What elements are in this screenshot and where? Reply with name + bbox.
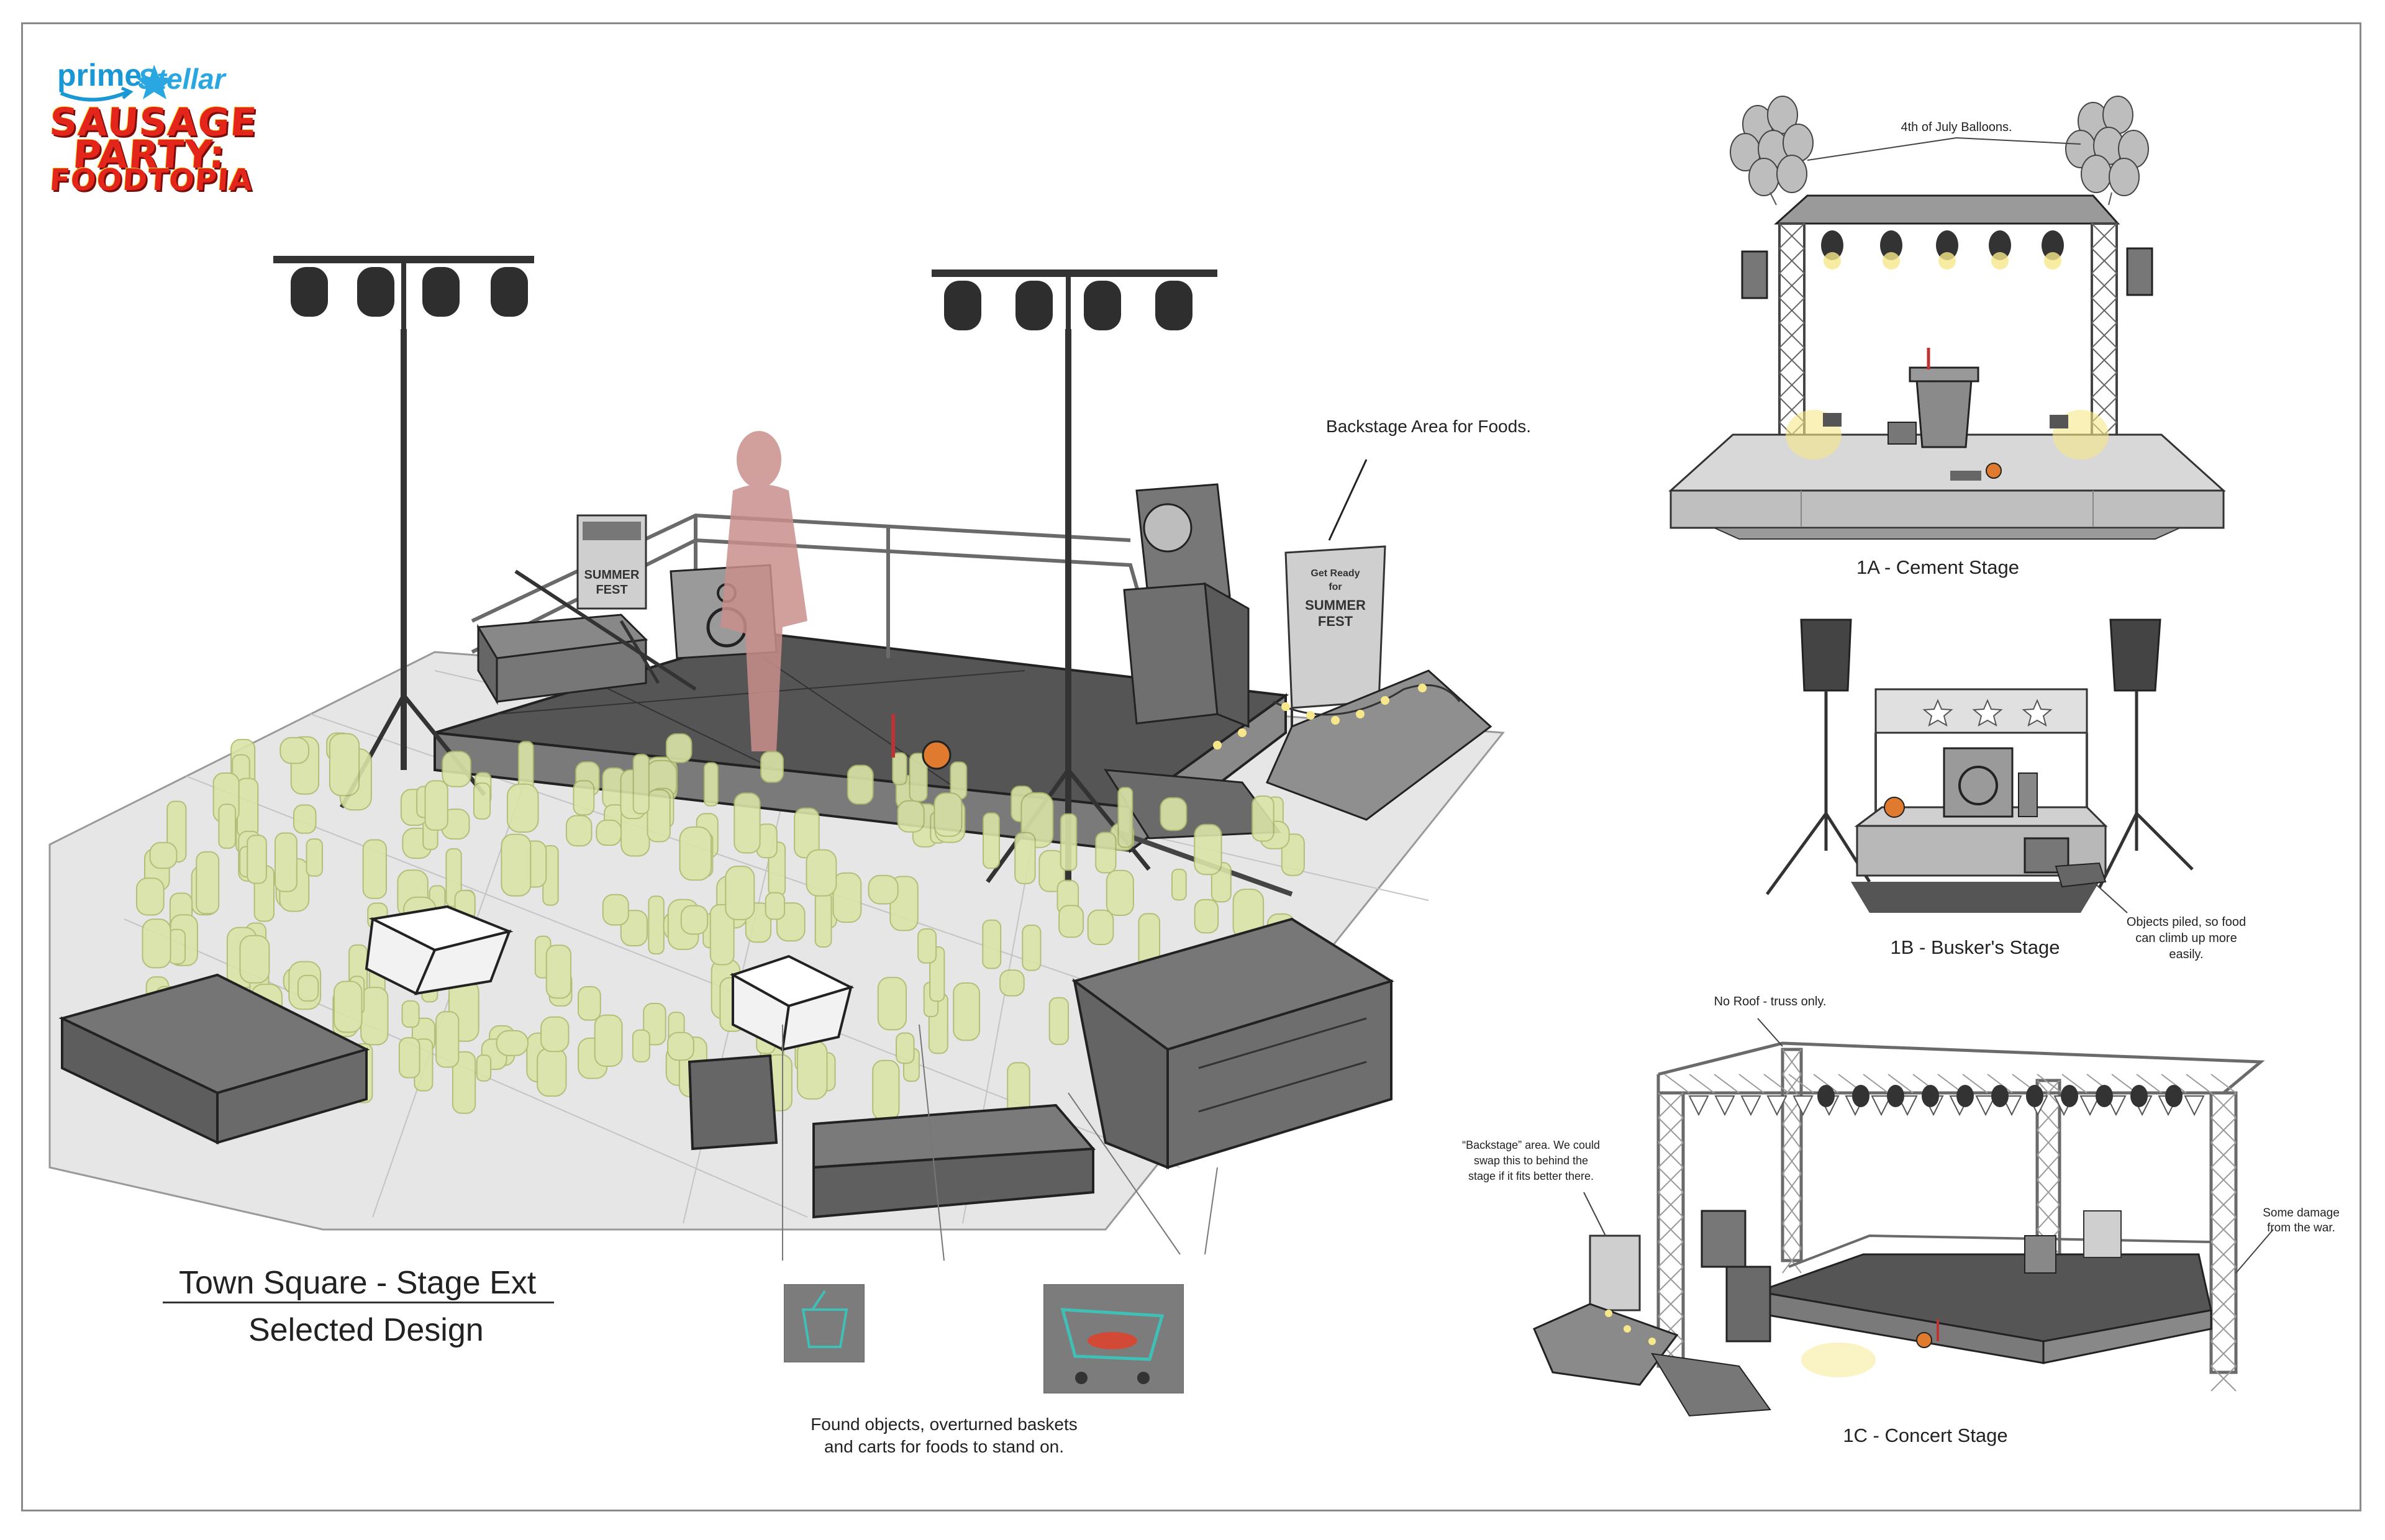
piled-note-line2: can climb up more (2135, 931, 2237, 945)
piled-note-line3: easily. (2169, 948, 2204, 961)
page-subtitle: Selected Design (248, 1312, 484, 1348)
sign-text-1: Get Ready (1311, 568, 1360, 579)
balloons-right (2065, 96, 2149, 196)
found-objects-line1: Found objects, overturned baskets (811, 1415, 1078, 1434)
sheet-border (21, 22, 2361, 1511)
basket-reference-icon (801, 1290, 848, 1348)
light-tower-right (932, 270, 1217, 884)
backstage-note: Backstage Area for Foods. (1326, 417, 1531, 436)
human-scale-figure (720, 431, 807, 751)
basket-right (730, 954, 855, 1052)
piled-objects-note: Objects piled, so food can climb up more… (2112, 914, 2261, 962)
backstage-note-line3: stage if it fits better there. (1468, 1170, 1594, 1182)
backstage-note-line1: “Backstage” area. We could (1462, 1139, 1600, 1151)
page-title: Town Square - Stage Ext (179, 1265, 537, 1301)
damage-note: Some damage from the war. (2248, 1206, 2354, 1236)
prime-logo-text: prime (57, 58, 142, 93)
piled-note-line1: Objects piled, so food (2126, 915, 2246, 929)
found-objects-line2: and carts for foods to stand on. (824, 1437, 1064, 1456)
damage-note-line2: from the war. (2267, 1221, 2335, 1234)
balloon-note: 4th of July Balloons. (1901, 120, 2012, 134)
title-underline (163, 1302, 554, 1303)
damage-note-line1: Some damage (2263, 1207, 2340, 1220)
found-objects-note: Found objects, overturned baskets and ca… (745, 1413, 1143, 1458)
option-1b-label: 1B - Busker's Stage (1890, 936, 2060, 958)
no-roof-note: No Roof - truss only. (1714, 995, 1827, 1008)
sign-text-2: for (1329, 582, 1342, 592)
basket-left (365, 905, 514, 995)
backstage-option-note: “Backstage” area. We could swap this to … (1441, 1138, 1621, 1184)
basket-thumbnail (784, 1284, 865, 1362)
string-lights (1213, 684, 1427, 750)
small-sign-text-2: FEST (596, 583, 627, 597)
sign-text-4: FEST (1318, 614, 1353, 629)
small-sign-text-1: SUMMER (584, 568, 640, 582)
cart-thumbnail (1043, 1284, 1184, 1393)
bunting (1688, 1095, 2205, 1116)
balloons-left (1730, 96, 1814, 196)
shopping-cart-reference-icon (1060, 1308, 1165, 1384)
option-1a-label: 1A - Cement Stage (1856, 556, 2019, 578)
option-1c-label: 1C - Concert Stage (1843, 1424, 2008, 1446)
sign-text-3: SUMMER (1305, 597, 1366, 613)
backstage-note-line2: swap this to behind the (1473, 1154, 1589, 1167)
